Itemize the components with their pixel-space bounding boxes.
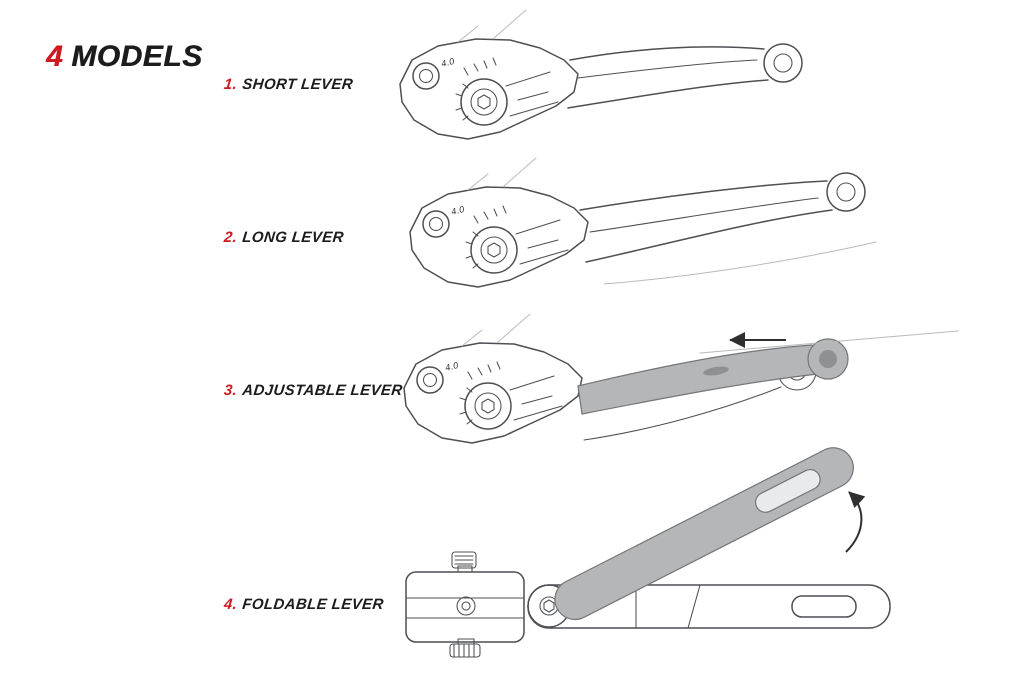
foldable-lever-clevis [405,551,525,658]
short-lever-tip-hole [773,53,793,73]
foldable-lever-body [527,584,891,629]
short-lever-tip [763,43,803,83]
short-lever-drawing [399,9,803,140]
adjusted-blade-slot [703,366,729,376]
long-lever-drawing [409,157,877,288]
body-slot [791,595,857,618]
short-lever-mount [399,9,579,140]
title-word: MODELS [71,40,203,73]
foldable-lever-folded-blade [554,447,854,621]
folded-blade-slot [754,469,821,513]
long-lever-mount [409,157,589,288]
long-lever-tip-hole [836,182,856,202]
fold-direction-arrow [845,491,866,553]
short-lever-blade [567,43,803,109]
long-lever-blade [579,172,877,285]
adjustable-lever-mount [403,313,583,444]
adjustable-lever-adjusted-blade [577,338,849,415]
long-lever-tip [826,172,866,212]
foldable-lever-drawing [405,447,891,658]
adjustment-travel-line [699,330,959,354]
adjustable-lever-drawing [403,313,959,444]
top-bolt [451,551,477,569]
title-number: 4 [46,40,64,73]
adjusted-blade-tip-hole [819,350,837,368]
